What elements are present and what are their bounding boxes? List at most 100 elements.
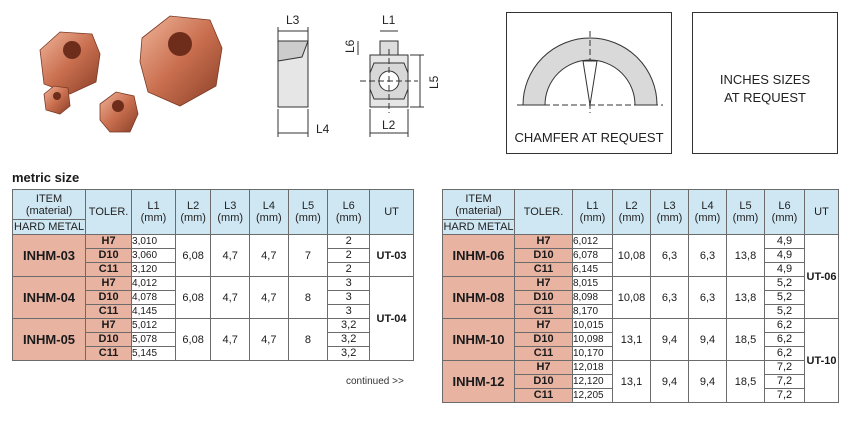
ut-cell: UT-03 — [369, 234, 414, 277]
toler-cell: H7 — [514, 276, 573, 291]
technical-drawing: L3 L4 L1 L2 L6 L5 — [277, 13, 441, 137]
toler-cell: C11 — [514, 304, 573, 319]
header-unit: (mm) — [140, 212, 167, 224]
toler-cell: C11 — [85, 262, 133, 277]
l1-cell: 3,120 — [131, 262, 176, 277]
l1-cell: 3,060 — [131, 248, 176, 263]
toler-cell: C11 — [514, 388, 573, 403]
header-l3-label: L3 — [663, 200, 676, 212]
l6-cell: 3,2 — [327, 332, 371, 347]
l1-cell: 4,078 — [131, 290, 176, 305]
l3-cell: 9,4 — [650, 318, 689, 361]
l1-cell: 5,012 — [131, 318, 176, 333]
l2-cell: 13,1 — [612, 360, 651, 403]
ut-cell: UT-10 — [804, 318, 839, 403]
l4-cell: 4,7 — [249, 276, 289, 319]
l4-cell: 6,3 — [688, 276, 727, 319]
header-unit: (mm) — [180, 212, 206, 224]
l6-cell: 7,2 — [764, 374, 805, 389]
header-unit: (mm) — [256, 212, 282, 224]
l3-cell: 4,7 — [210, 318, 251, 361]
l2-cell: 13,1 — [612, 318, 651, 361]
l6-cell: 7,2 — [764, 388, 805, 403]
l1-cell: 8,170 — [572, 304, 613, 319]
l6-cell: 5,2 — [764, 304, 805, 319]
header-ut: UT — [804, 189, 839, 235]
insert-medium-bottom — [99, 91, 139, 133]
header-l5-label: L5 — [301, 200, 315, 212]
l4-cell: 4,7 — [249, 318, 289, 361]
header-hard-metal: HARD METAL — [442, 219, 515, 235]
header-material-label: (material) — [455, 204, 502, 217]
header-unit: (mm) — [335, 212, 362, 224]
chamfer-box: CHAMFER AT REQUEST — [506, 12, 672, 154]
l6-cell: 2 — [327, 262, 371, 277]
l1-cell: 6,078 — [572, 248, 613, 263]
header-l4: L4(mm) — [688, 189, 727, 235]
header-l3: L3(mm) — [210, 189, 251, 235]
product-photo — [39, 15, 223, 133]
toler-cell: C11 — [514, 262, 573, 277]
header-toler: TOLER. — [85, 189, 133, 235]
l1-cell: 6,145 — [572, 262, 613, 277]
header-l6-label: L6 — [778, 200, 791, 212]
l5-cell: 18,5 — [726, 318, 765, 361]
l1-cell: 6,012 — [572, 234, 613, 249]
toler-cell: H7 — [514, 360, 573, 375]
l2-cell: 6,08 — [174, 318, 212, 361]
inches-line2: AT REQUEST — [724, 90, 806, 105]
item-name: INHM-04 — [11, 276, 87, 319]
item-name: INHM-06 — [442, 234, 515, 277]
insert-medium-left — [39, 31, 101, 95]
header-l5-label: L5 — [739, 200, 752, 212]
right-spec-table: ITEM(material)TOLER.L1(mm)L2(mm)L3(mm)L4… — [442, 189, 839, 403]
header-material-label: (material) — [25, 204, 73, 217]
l1-cell: 10,098 — [572, 332, 613, 347]
l6-cell: 2 — [327, 234, 371, 249]
l6-cell: 4,9 — [764, 248, 805, 263]
header-l1-label: L1 — [586, 200, 599, 212]
item-name: INHM-05 — [11, 318, 87, 361]
header-l4: L4(mm) — [249, 189, 289, 235]
header-l4-label: L4 — [262, 200, 275, 212]
toler-cell: D10 — [85, 248, 133, 263]
header-l3-label: L3 — [224, 200, 237, 212]
header-toler: TOLER. — [514, 189, 573, 235]
l5-cell: 13,8 — [726, 276, 765, 319]
ut-cell: UT-06 — [804, 234, 839, 319]
l6-cell: 5,2 — [764, 276, 805, 291]
toler-cell: D10 — [514, 332, 573, 347]
chamfer-caption: CHAMFER AT REQUEST — [514, 130, 664, 145]
l4-cell: 9,4 — [688, 360, 727, 403]
l1-cell: 5,078 — [131, 332, 176, 347]
toler-cell: H7 — [85, 234, 133, 249]
toler-cell: C11 — [85, 304, 133, 319]
l1-cell: 12,120 — [572, 374, 613, 389]
l5-cell: 8 — [287, 276, 329, 319]
header-unit: (mm) — [656, 212, 683, 224]
header-l6-label: L6 — [342, 200, 355, 212]
l6-cell: 4,9 — [764, 234, 805, 249]
header-l2-label: L2 — [187, 200, 200, 212]
header-item-label: ITEM — [35, 192, 63, 205]
item-name: INHM-03 — [11, 234, 87, 277]
inches-line1: INCHES SIZES — [719, 72, 811, 87]
toler-cell: D10 — [514, 248, 573, 263]
label-l1: L1 — [382, 13, 396, 27]
l3-cell: 9,4 — [650, 360, 689, 403]
l2-cell: 6,08 — [174, 276, 212, 319]
l5-cell: 8 — [287, 318, 329, 361]
toler-cell: D10 — [514, 374, 573, 389]
left-spec-table: ITEM(material)TOLER.L1(mm)L2(mm)L3(mm)L4… — [11, 189, 414, 361]
item-name: INHM-10 — [442, 318, 515, 361]
